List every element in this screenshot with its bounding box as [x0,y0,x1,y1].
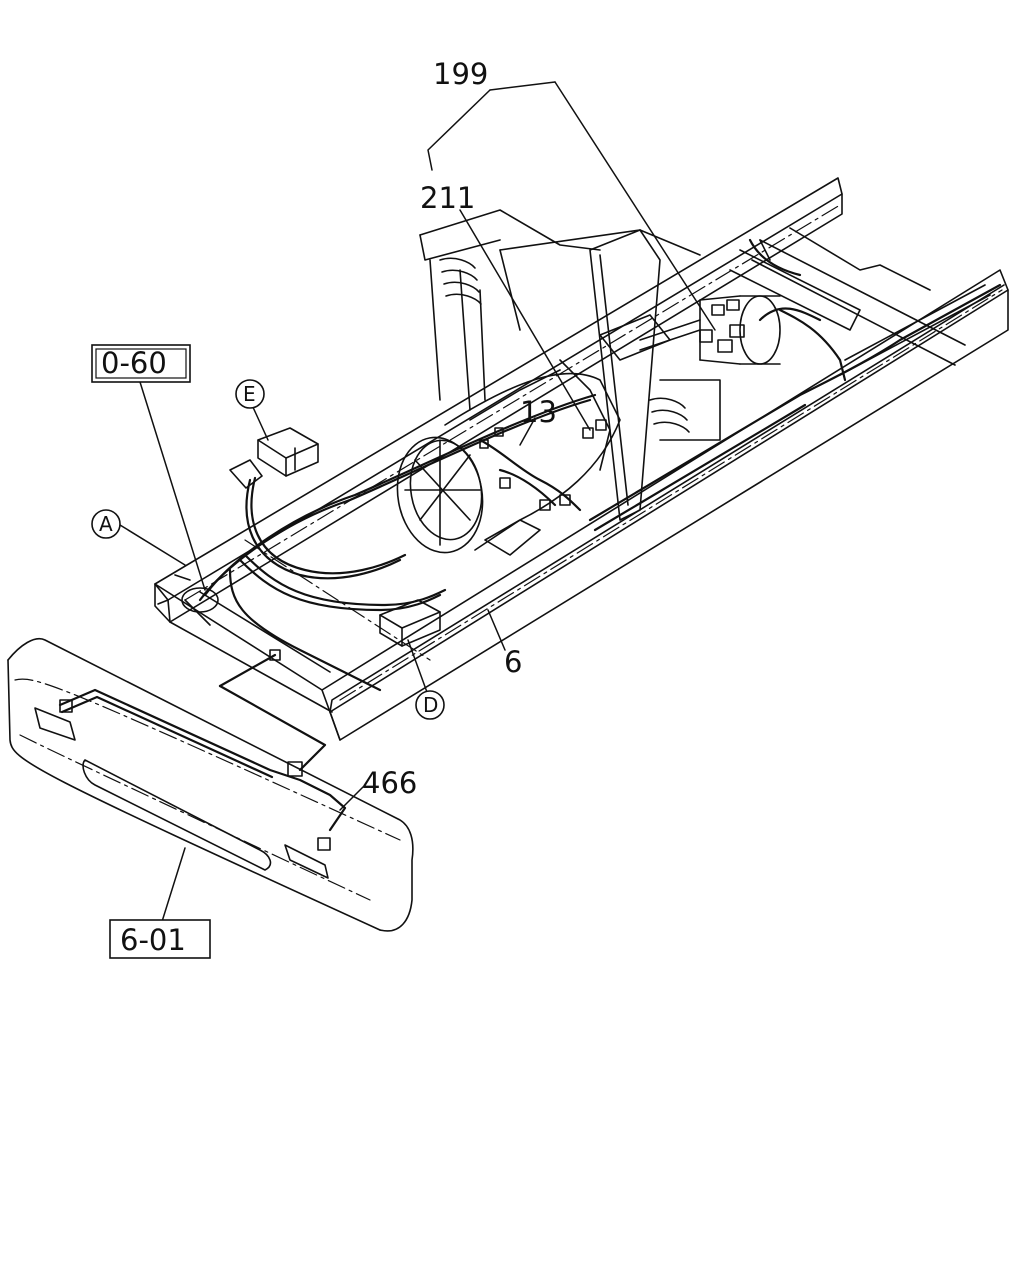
harness-connectors [59,299,745,851]
marker-a: A [91,509,121,539]
marker-d-label: D [423,693,438,717]
callout-466: 466 [362,766,417,800]
callout-199: 199 [433,57,488,91]
marker-e-label: E [243,382,256,406]
front-bumper [7,638,414,932]
ref-box-0-60[interactable]: 0-60 [91,344,191,383]
leader-lines [119,81,716,929]
marker-e: E [235,379,265,409]
ref-box-0-60-label: 0-60 [101,346,167,380]
ref-box-6-01-label: 6-01 [120,923,186,957]
callout-6: 6 [504,645,522,679]
marker-d: D [415,690,445,720]
bracket-a [174,574,219,626]
marker-a-label: A [99,512,113,536]
connector-e [229,427,319,489]
chassis-frame [154,177,1009,741]
connector-d [379,599,441,647]
ref-box-6-01[interactable]: 6-01 [109,919,211,959]
transmission-assembly [396,295,781,556]
callout-211: 211 [420,181,475,215]
callout-13: 13 [520,395,557,429]
